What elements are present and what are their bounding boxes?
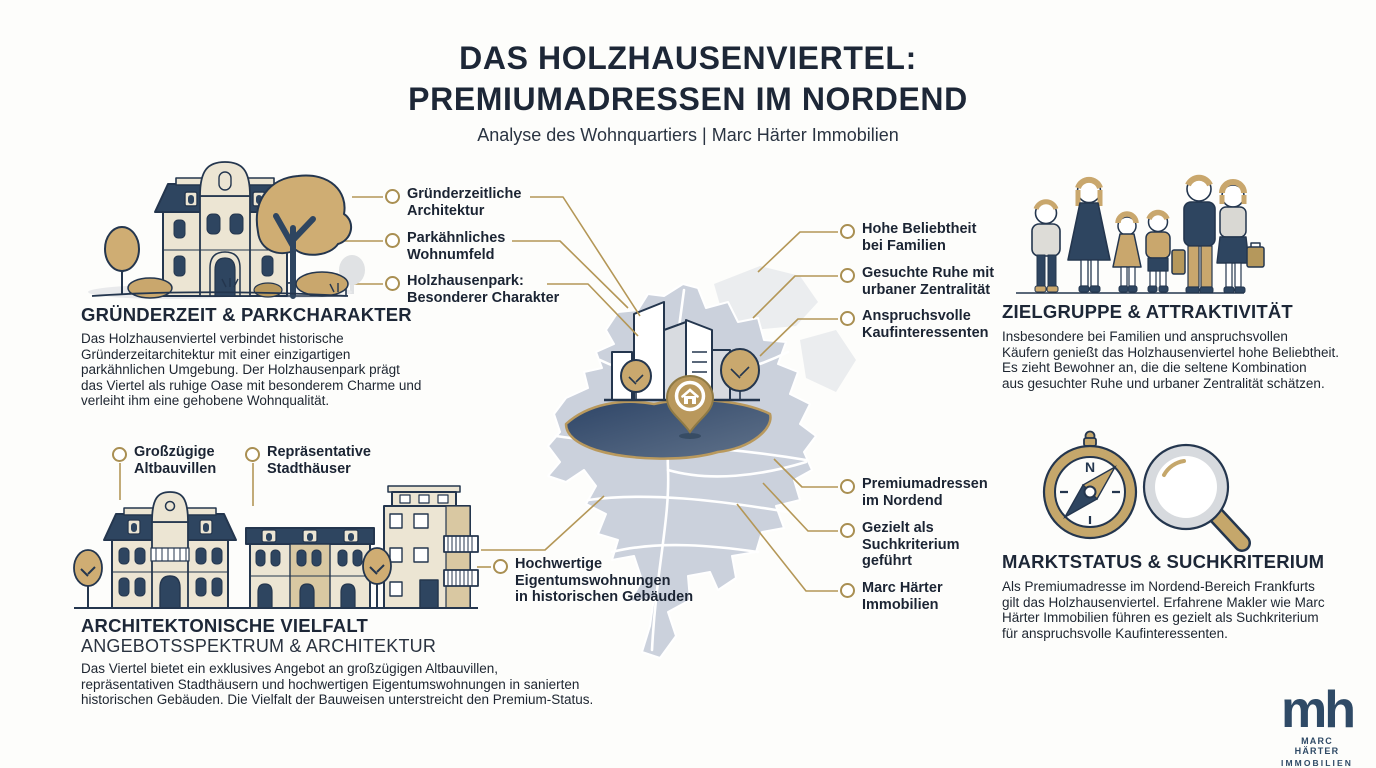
gruenderzeit-body: Das Holzhausenviertel verbindet historis… [81,331,422,409]
callout-label: Premiumadressen im Nordend [862,476,988,509]
magnifier-icon [1142,443,1251,552]
callout-ring-icon [385,276,400,291]
callout-label: Gründerzeitliche Architektur [407,186,522,219]
gruenderzeit-heading: GRÜNDERZEIT & PARKCHARAKTER [81,304,412,325]
callout-anspruchsvolle-kaufinteressenten: Anspruchsvolle Kaufinteressenten [840,308,1015,341]
family-small-boy [1145,209,1171,293]
callout-label: Großzügige Altbauvillen [134,444,217,477]
house-location-pin-icon [665,374,715,439]
stadthaus-row [245,527,375,609]
callout-hohe-beliebtheit: Hohe Beliebtheit bei Familien [840,221,1010,254]
callout-ring-icon [840,224,855,239]
family-woman [1216,179,1265,294]
street-trees [73,547,392,608]
page-title-line2: PREMIUMADRESSEN IM NORDEND [408,80,968,117]
zielgruppe-body: Insbesondere bei Familien und anspruchsv… [1002,329,1339,391]
architektur-heading: ARCHITEKTONISCHE VIELFALT [81,615,368,636]
architektur-subheading: ANGEBOTSSPEKTRUM & ARCHITEKTUR [81,636,437,656]
marktstatus-heading: MARKTSTATUS & SUCHKRITERIUM [1002,551,1325,572]
apartment-building [383,485,479,609]
holzhausenviertel-highlight [564,398,772,460]
page-subtitle: Analyse des Wohnquartiers | Marc Härter … [477,124,899,145]
family-mother [1067,176,1111,293]
callout-ring-icon [840,523,855,538]
villa-park-illustration [88,161,365,299]
family-group-illustration [1016,174,1265,294]
callout-label: Holzhausenpark: Besonderer Charakter [407,273,560,306]
skyline-tree-left [620,359,652,400]
compass-magnifier-illustration: N [1042,430,1251,552]
city-skyline-illustration [604,301,760,402]
callout-ring-icon [493,559,508,574]
company-logo: mh MARC HÄRTER IMMOBILIEN [1281,681,1356,768]
callout-label: Repräsentative Stadthäuser [267,444,371,477]
callout-label: Gesuchte Ruhe mit urbaner Zentralität [862,265,995,298]
callout-ring-icon [840,268,855,283]
zielgruppe-heading: ZIELGRUPPE & ATTRAKTIVITÄT [1002,301,1293,322]
logo-subname: IMMOBILIEN [1281,758,1353,768]
logo-monogram: mh [1281,681,1356,739]
altbau-villa [103,491,237,609]
family-father [1171,174,1216,294]
map-pale-district [800,330,856,392]
callout-hochwertige-eigentumswohnungen: Hochwertige Eigentumswohnungen in histor… [493,556,703,606]
callout-label: Anspruchsvolle Kaufinteressenten [862,308,989,341]
callout-ring-icon [385,233,400,248]
callout-ring-icon [112,447,127,462]
callout-label: Marc Härter Immobilien [862,580,943,613]
family-child-boy [1031,199,1061,293]
marktstatus-body: Als Premiumadresse im Nordend-Bereich Fr… [1002,579,1325,641]
callout-suchkriterium: Gezielt als Suchkriterium geführt [840,520,1000,570]
callout-grosszuegige-altbauvillen: Großzügige Altbauvillen [112,444,262,477]
page-header: DAS HOLZHAUSENVIERTEL: PREMIUMADRESSEN I… [0,38,1376,146]
callout-parkaehnliches-wohnumfeld: Parkähnliches Wohnumfeld [385,230,555,263]
page-title-line1: DAS HOLZHAUSENVIERTEL: [459,40,917,76]
callout-marc-haerter-immobilien: Marc Härter Immobilien [840,580,1000,613]
callout-label: Hochwertige Eigentumswohnungen in histor… [515,556,694,605]
compass-icon: N [1042,430,1138,540]
callout-ring-icon [385,189,400,204]
callout-ring-icon [840,479,855,494]
callout-repraesentative-stadthaeuser: Repräsentative Stadthäuser [245,444,405,477]
callout-connector-lines [119,196,838,592]
architektur-body: Das Viertel bietet ein exklusives Angebo… [81,661,594,708]
compass-north-label: N [1085,459,1095,475]
skyline-tree-right [720,348,760,400]
building-row-illustration [73,485,479,609]
callout-gruenderzeitliche-architektur: Gründerzeitliche Architektur [385,186,555,219]
callout-label: Parkähnliches Wohnumfeld [407,230,506,263]
logo-name: MARC HÄRTER [1294,736,1340,756]
callout-label: Gezielt als Suchkriterium geführt [862,520,960,569]
callout-ring-icon [840,583,855,598]
family-girl [1112,211,1142,293]
map-pale-district [714,266,818,330]
callout-holzhausenpark: Holzhausenpark: Besonderer Charakter [385,273,565,306]
callout-ring-icon [840,311,855,326]
callout-gesuchte-ruhe: Gesuchte Ruhe mit urbaner Zentralität [840,265,1015,298]
callout-label: Hohe Beliebtheit bei Familien [862,221,977,254]
callout-ring-icon [245,447,260,462]
callout-premiumadressen: Premiumadressen im Nordend [840,476,1010,509]
